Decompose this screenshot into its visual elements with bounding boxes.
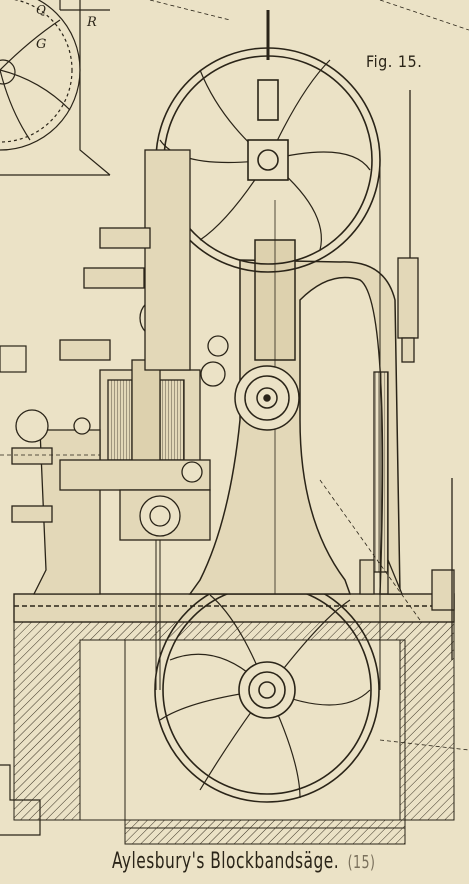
main-column [188,200,401,595]
frame-post [11,149,191,523]
part-label-g: G [36,37,47,52]
tension-rod [359,90,455,660]
figure-label: Fig. 15. [366,52,423,71]
drive-pulley [234,365,300,431]
lower-wheel [154,577,380,803]
previous-figure-fragment [0,0,111,176]
figure-caption: Aylesbury's Blockbandsäge. (15) [112,851,375,873]
upper-wheel [155,10,381,273]
caption-number: (15) [347,852,376,873]
caption-text: Aylesbury's Blockbandsäge. [112,849,340,874]
foundation [13,619,455,845]
dashed-fragment [149,0,469,31]
log-carriage [32,297,229,595]
base-plate [13,593,455,623]
part-label-r: R [87,15,97,30]
dashed-lines [0,454,469,751]
part-label-q: Q [36,3,46,17]
